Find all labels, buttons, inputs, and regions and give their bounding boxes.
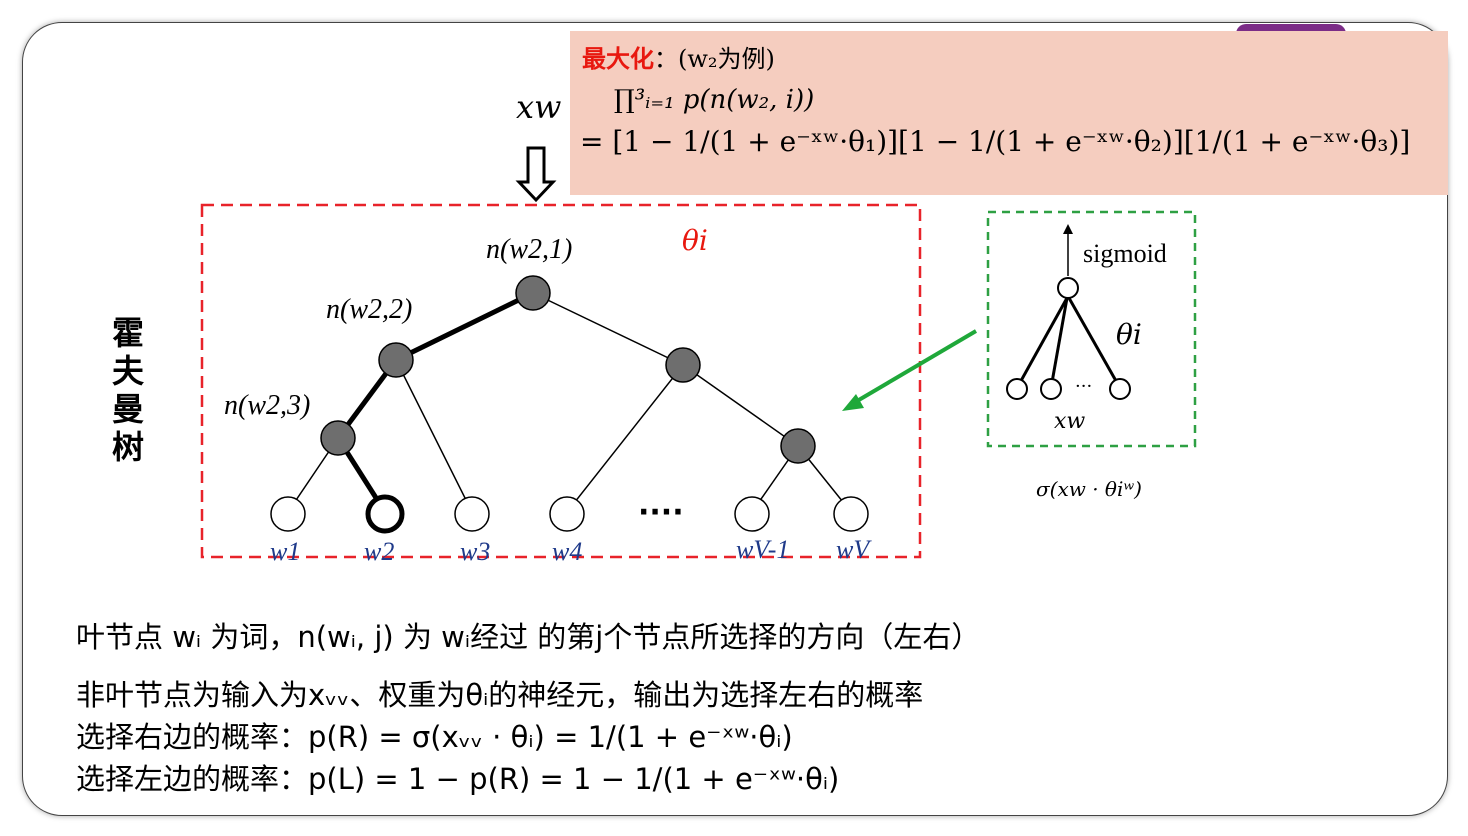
neuron-dashed-box <box>986 210 1197 448</box>
theta-red-label: θi <box>682 224 708 257</box>
neuron-edge-3 <box>1067 297 1122 389</box>
leaf-w4 <box>549 496 585 532</box>
neuron-input-label: xw <box>1054 409 1085 434</box>
edge-r-rr <box>682 364 799 447</box>
huffman-char-3: 曼 <box>111 390 144 428</box>
purple-accent-shape <box>1236 24 1346 34</box>
desc-line-2: 非叶节点为输入为xᵥᵥ、权重为θᵢ的神经元，输出为选择左右的概率 <box>76 678 924 712</box>
formula-box: 最大化：(w₂为例) ∏³ᵢ₌₁ p(n(w₂, i)) = [1 − 1/(1… <box>570 31 1448 195</box>
node-label-2: n(w2,2) <box>326 294 412 325</box>
formula-title: 最大化：(w₂为例) <box>582 39 775 74</box>
leaf-label-wv-1: wV-1 <box>736 535 789 564</box>
leaf-label-w3: w3 <box>460 537 490 566</box>
sigmoid-arrow-icon <box>1063 224 1073 234</box>
formula-product: ∏³ᵢ₌₁ p(n(w₂, i)) <box>614 85 815 115</box>
desc-line-4: 选择左边的概率：p(L) = 1 − p(R) = 1 − 1/(1 + e⁻ˣ… <box>76 762 840 796</box>
neuron-theta-label: θi <box>1116 318 1142 351</box>
leaf-wv <box>833 496 869 532</box>
inner-node-r <box>665 347 701 383</box>
leaf-label-w4: w4 <box>552 537 582 566</box>
huffman-char-2: 夫 <box>111 352 144 390</box>
sigmoid-label: sigmoid <box>1083 239 1167 268</box>
neuron-input-node-2 <box>1040 378 1062 400</box>
inner-node-ll <box>320 420 356 456</box>
node-label-1: n(w2,1) <box>486 234 572 265</box>
leaf-label-w1: w1 <box>270 537 300 566</box>
leaf-w2 <box>365 494 405 534</box>
leaf-w3 <box>454 496 490 532</box>
node-label-3: n(w2,3) <box>224 390 310 421</box>
leaf-label-wv: wV <box>836 535 872 564</box>
huffman-char-4: 树 <box>111 428 144 466</box>
formula-title-strong: 最大化 <box>582 45 654 73</box>
leaf-wv-1 <box>734 496 770 532</box>
edge-root-right <box>532 292 684 366</box>
huffman-tree-label: 霍 夫 曼 树 <box>108 314 148 466</box>
formula-title-rest: ：(w₂为例) <box>654 45 775 73</box>
neuron-edge-1 <box>1015 297 1069 389</box>
green-arrow-head-icon <box>842 394 864 411</box>
inner-node-l <box>378 342 414 378</box>
edge-l-w3 <box>395 359 473 513</box>
desc-line-1: 叶节点 wᵢ 为词，n(wᵢ, j) 为 wᵢ经过 的第j个节点所选择的方向（左… <box>76 620 981 654</box>
tree-dashed-box <box>200 203 922 559</box>
tree-edges <box>287 290 852 514</box>
leaf-w1 <box>270 496 306 532</box>
neuron-edge-2 <box>1049 297 1069 389</box>
neuron-caption: σ(xw · θiʷ) <box>1036 477 1142 501</box>
desc-line-3: 选择右边的概率：p(R) = σ(xᵥᵥ · θᵢ) = 1/(1 + e⁻ˣʷ… <box>76 720 793 754</box>
green-arrow-shaft <box>850 329 978 406</box>
edge-root-left <box>394 290 535 363</box>
down-arrow-icon <box>515 146 557 203</box>
inner-node-root <box>515 275 551 311</box>
inner-node-rr <box>780 428 816 464</box>
huffman-char-1: 霍 <box>111 314 144 352</box>
leaf-ellipsis: ···· <box>638 495 684 530</box>
edge-r-w4 <box>566 364 684 513</box>
input-xw-label: xw <box>516 88 562 126</box>
neuron-input-node-1 <box>1006 378 1028 400</box>
neuron-dots: ··· <box>1075 376 1092 397</box>
leaf-label-w2: w2 <box>364 537 394 566</box>
formula-expansion: = [1 − 1/(1 + e⁻ˣʷ·θ₁)][1 − 1/(1 + e⁻ˣʷ·… <box>580 125 1411 158</box>
neuron-output-node <box>1057 277 1079 299</box>
neuron-input-node-3 <box>1109 378 1131 400</box>
